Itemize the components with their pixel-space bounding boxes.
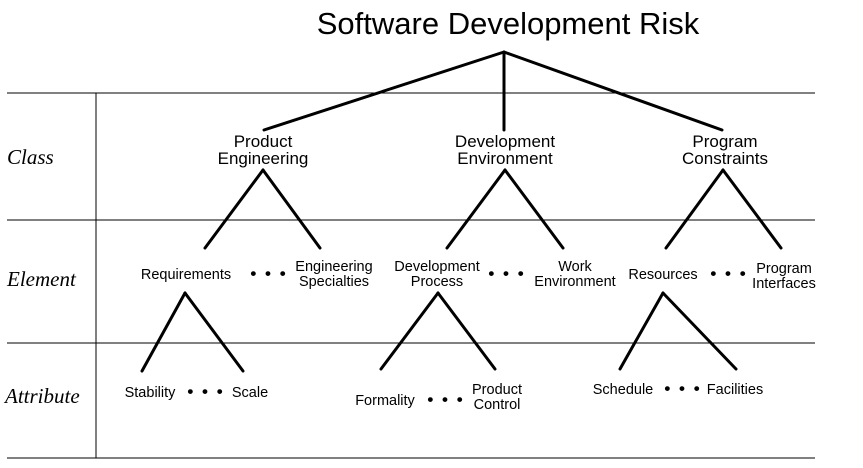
element-label-line1: Work — [558, 259, 592, 275]
element-label-line1: Development — [394, 259, 480, 275]
class-program-constraints: Program Constraints — [682, 133, 768, 167]
class-label-line2: Constraints — [682, 149, 768, 168]
element-label-line2: Specialties — [298, 273, 370, 290]
element-work-environment: Work Environment — [534, 260, 615, 289]
element-label-line2: Interfaces — [752, 275, 816, 292]
class-product-engineering: Product Engineering — [218, 133, 309, 167]
ellipsis-dots: • • • — [250, 264, 288, 283]
attribute-label-line2: Control — [473, 396, 521, 413]
class-label-line1: Product — [233, 132, 293, 151]
edge-program-constraints-resources — [664, 168, 725, 250]
attribute-formality: Formality — [355, 393, 415, 409]
element-label-line1: Engineering — [295, 259, 373, 275]
attribute-label-line1: Product — [472, 382, 522, 398]
edge-dev-environment-work-environment — [503, 168, 565, 250]
edge-process-product-control — [436, 291, 497, 371]
edge-product-engineering-requirements — [203, 168, 265, 250]
element-resources: Resources — [628, 267, 698, 283]
element-requirements: Requirements — [140, 267, 232, 283]
element-label-line1: Program — [756, 261, 812, 277]
edge-requirements-scale — [183, 291, 245, 373]
ellipsis-dots: • • • — [664, 379, 702, 398]
element-label-line2: Environment — [534, 273, 616, 290]
edge-program-constraints-interfaces — [721, 168, 783, 250]
class-label-line2: Engineering — [217, 149, 309, 168]
edge-dev-environment-process — [445, 168, 507, 250]
class-development-environment: Development Environment — [455, 133, 555, 167]
ellipsis-dots: • • • — [488, 264, 526, 283]
attribute-scale: Scale — [231, 385, 269, 401]
element-label-line2: Process — [410, 273, 464, 290]
edge-process-formality — [379, 291, 440, 371]
ellipsis-dots: • • • — [710, 264, 748, 283]
attribute-product-control: Product Control — [472, 383, 522, 412]
row-label-attribute: Attribute — [5, 384, 80, 408]
edge-root-product-engineering — [262, 50, 506, 132]
attribute-schedule: Schedule — [592, 382, 654, 398]
edge-root-program-constraints — [502, 50, 724, 132]
edge-resources-facilities — [661, 291, 738, 371]
class-label-line1: Development — [454, 132, 556, 151]
row-label-class: Class — [7, 145, 54, 169]
class-label-line2: Environment — [457, 149, 553, 168]
ellipsis-dots: • • • — [427, 390, 465, 409]
class-label-line1: Program — [692, 132, 758, 151]
row-label-element: Element — [7, 267, 76, 291]
edge-requirements-stability — [140, 291, 187, 373]
edge-product-engineering-specialties — [261, 168, 322, 250]
ellipsis-dots: • • • — [187, 382, 225, 401]
attribute-facilities: Facilities — [706, 382, 764, 398]
element-development-process: Development Process — [394, 260, 479, 289]
attribute-stability: Stability — [124, 385, 176, 401]
element-program-interfaces: Program Interfaces — [752, 262, 816, 291]
element-engineering-specialties: Engineering Specialties — [295, 260, 372, 289]
diagram-title: Software Development Risk — [316, 6, 700, 41]
edge-resources-schedule — [618, 291, 665, 371]
